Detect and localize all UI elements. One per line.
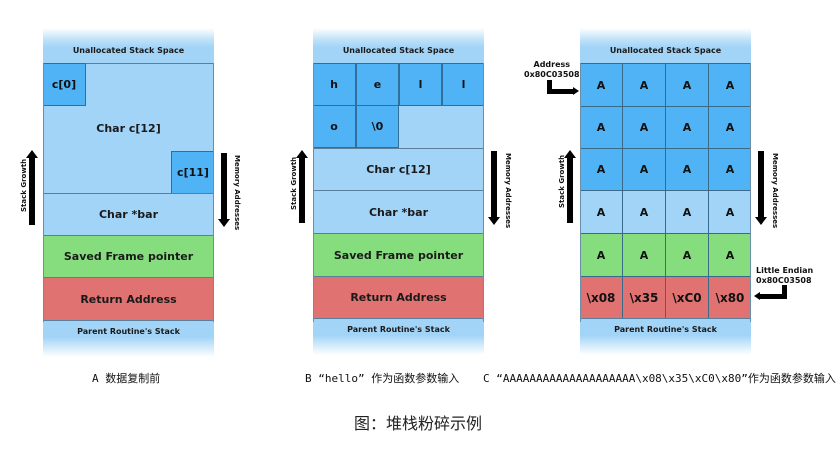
grid-cell: A	[580, 233, 623, 276]
panel-a-stack: Unallocated Stack Space Char c[12] c[0] …	[43, 28, 214, 357]
stack-growth-arrow-icon	[296, 150, 308, 158]
address-arrow-shaft	[547, 80, 552, 93]
address-arrow-shaft-h	[547, 89, 573, 94]
stack-growth-arrow-icon	[564, 150, 576, 158]
panel-c-stack: Unallocated Stack Space A A A A A A A A …	[580, 28, 751, 357]
cell-l2: l	[442, 63, 484, 106]
unallocated-stack-space: Unallocated Stack Space	[43, 28, 214, 63]
grid-cell: A	[709, 190, 751, 233]
grid-cell: \x08	[580, 276, 623, 318]
grid-cell: \x80	[709, 276, 751, 318]
memory-addresses-arrow-icon	[218, 219, 230, 227]
memory-addresses-label: Memory Addresses	[504, 153, 512, 229]
panel-b-caption: B “hello” 作为函数参数输入	[305, 372, 460, 385]
grid-cell: A	[666, 63, 709, 106]
cell-l1: l	[399, 63, 442, 106]
figure-caption: 图：堆栈粉碎示例	[353, 414, 482, 433]
memory-addresses-arrow-shaft	[221, 153, 227, 219]
panel-a-caption: A 数据复制前	[92, 372, 161, 385]
stack-growth-label: Stack Growth	[290, 156, 298, 210]
grid-cell: \xC0	[666, 276, 709, 318]
stack-growth-arrow-shaft	[567, 157, 573, 223]
grid-cell: A	[580, 106, 623, 148]
unallocated-stack-space: Unallocated Stack Space	[580, 28, 751, 63]
grid-cell: A	[709, 148, 751, 190]
grid-row: A A A A	[580, 233, 751, 276]
grid-cell: A	[709, 63, 751, 106]
grid-cell: A	[623, 233, 666, 276]
grid-row: A A A A	[580, 106, 751, 148]
saved-frame-pointer-block: Saved Frame pointer	[313, 233, 484, 276]
grid-row-return-address: \x08 \x35 \xC0 \x80	[580, 276, 751, 318]
grid-cell: A	[666, 190, 709, 233]
stack-growth-arrow-icon	[26, 150, 38, 158]
panel-b-stack: Unallocated Stack Space h e l l o \0 Cha…	[313, 28, 484, 357]
grid-cell: A	[666, 148, 709, 190]
stack-growth-arrow-shaft	[299, 157, 305, 223]
return-address-block: Return Address	[313, 276, 484, 318]
memory-addresses-arrow-icon	[755, 217, 767, 225]
grid-cell: A	[623, 148, 666, 190]
grid-cell: A	[623, 63, 666, 106]
address-arrow-icon	[573, 87, 579, 95]
char-array-label: Char c[12]	[96, 122, 161, 135]
grid-cell: A	[580, 148, 623, 190]
stack-growth-label: Stack Growth	[20, 158, 28, 212]
grid-cell: A	[580, 190, 623, 233]
cell-h: h	[313, 63, 356, 106]
char-pointer-block: Char *bar	[313, 190, 484, 233]
cell-c0: c[0]	[43, 63, 86, 106]
grid-cell: \x35	[623, 276, 666, 318]
grid-row: A A A A	[580, 63, 751, 106]
grid-cell: A	[580, 63, 623, 106]
parent-routine-stack: Parent Routine's Stack	[313, 318, 484, 355]
unallocated-stack-space: Unallocated Stack Space	[313, 28, 484, 63]
char-array-block: Char c[12]	[313, 148, 484, 190]
panel-c-caption: C “AAAAAAAAAAAAAAAAAAAA\x08\x35\xC0\x80”…	[483, 372, 836, 385]
endian-arrow-shaft	[782, 285, 787, 299]
memory-addresses-label: Memory Addresses	[771, 153, 779, 229]
grid-row: A A A A	[580, 190, 751, 233]
memory-addresses-arrow-shaft	[491, 151, 497, 217]
address-label: Address	[533, 60, 571, 69]
endian-arrow-icon	[754, 292, 760, 300]
memory-addresses-arrow-shaft	[758, 151, 764, 217]
saved-frame-pointer-block: Saved Frame pointer	[43, 235, 214, 277]
char-pointer-block: Char *bar	[43, 193, 214, 235]
parent-routine-stack: Parent Routine's Stack	[580, 318, 751, 355]
endian-arrow-shaft-h	[760, 294, 787, 299]
grid-cell: A	[666, 106, 709, 148]
parent-routine-stack: Parent Routine's Stack	[43, 320, 214, 357]
memory-addresses-arrow-icon	[488, 217, 500, 225]
cell-c11: c[11]	[171, 151, 214, 194]
cell-o: o	[313, 105, 356, 148]
grid-row: A A A A	[580, 148, 751, 190]
address-note: Address 0x80C03508	[524, 60, 580, 80]
address-value: 0x80C03508	[524, 70, 580, 79]
grid-cell: A	[666, 233, 709, 276]
little-endian-note: Little Endian 0x80C03508	[756, 266, 813, 286]
grid-cell: A	[623, 190, 666, 233]
grid-cell: A	[623, 106, 666, 148]
cell-null: \0	[356, 105, 399, 148]
return-address-block: Return Address	[43, 277, 214, 320]
memory-addresses-label: Memory Addresses	[233, 155, 241, 231]
cell-e: e	[356, 63, 399, 106]
little-endian-label: Little Endian	[756, 266, 814, 275]
grid-cell: A	[709, 106, 751, 148]
stack-growth-label: Stack Growth	[558, 154, 566, 208]
little-endian-value: 0x80C03508	[756, 276, 812, 285]
grid-cell: A	[709, 233, 751, 276]
stack-growth-arrow-shaft	[29, 157, 35, 225]
